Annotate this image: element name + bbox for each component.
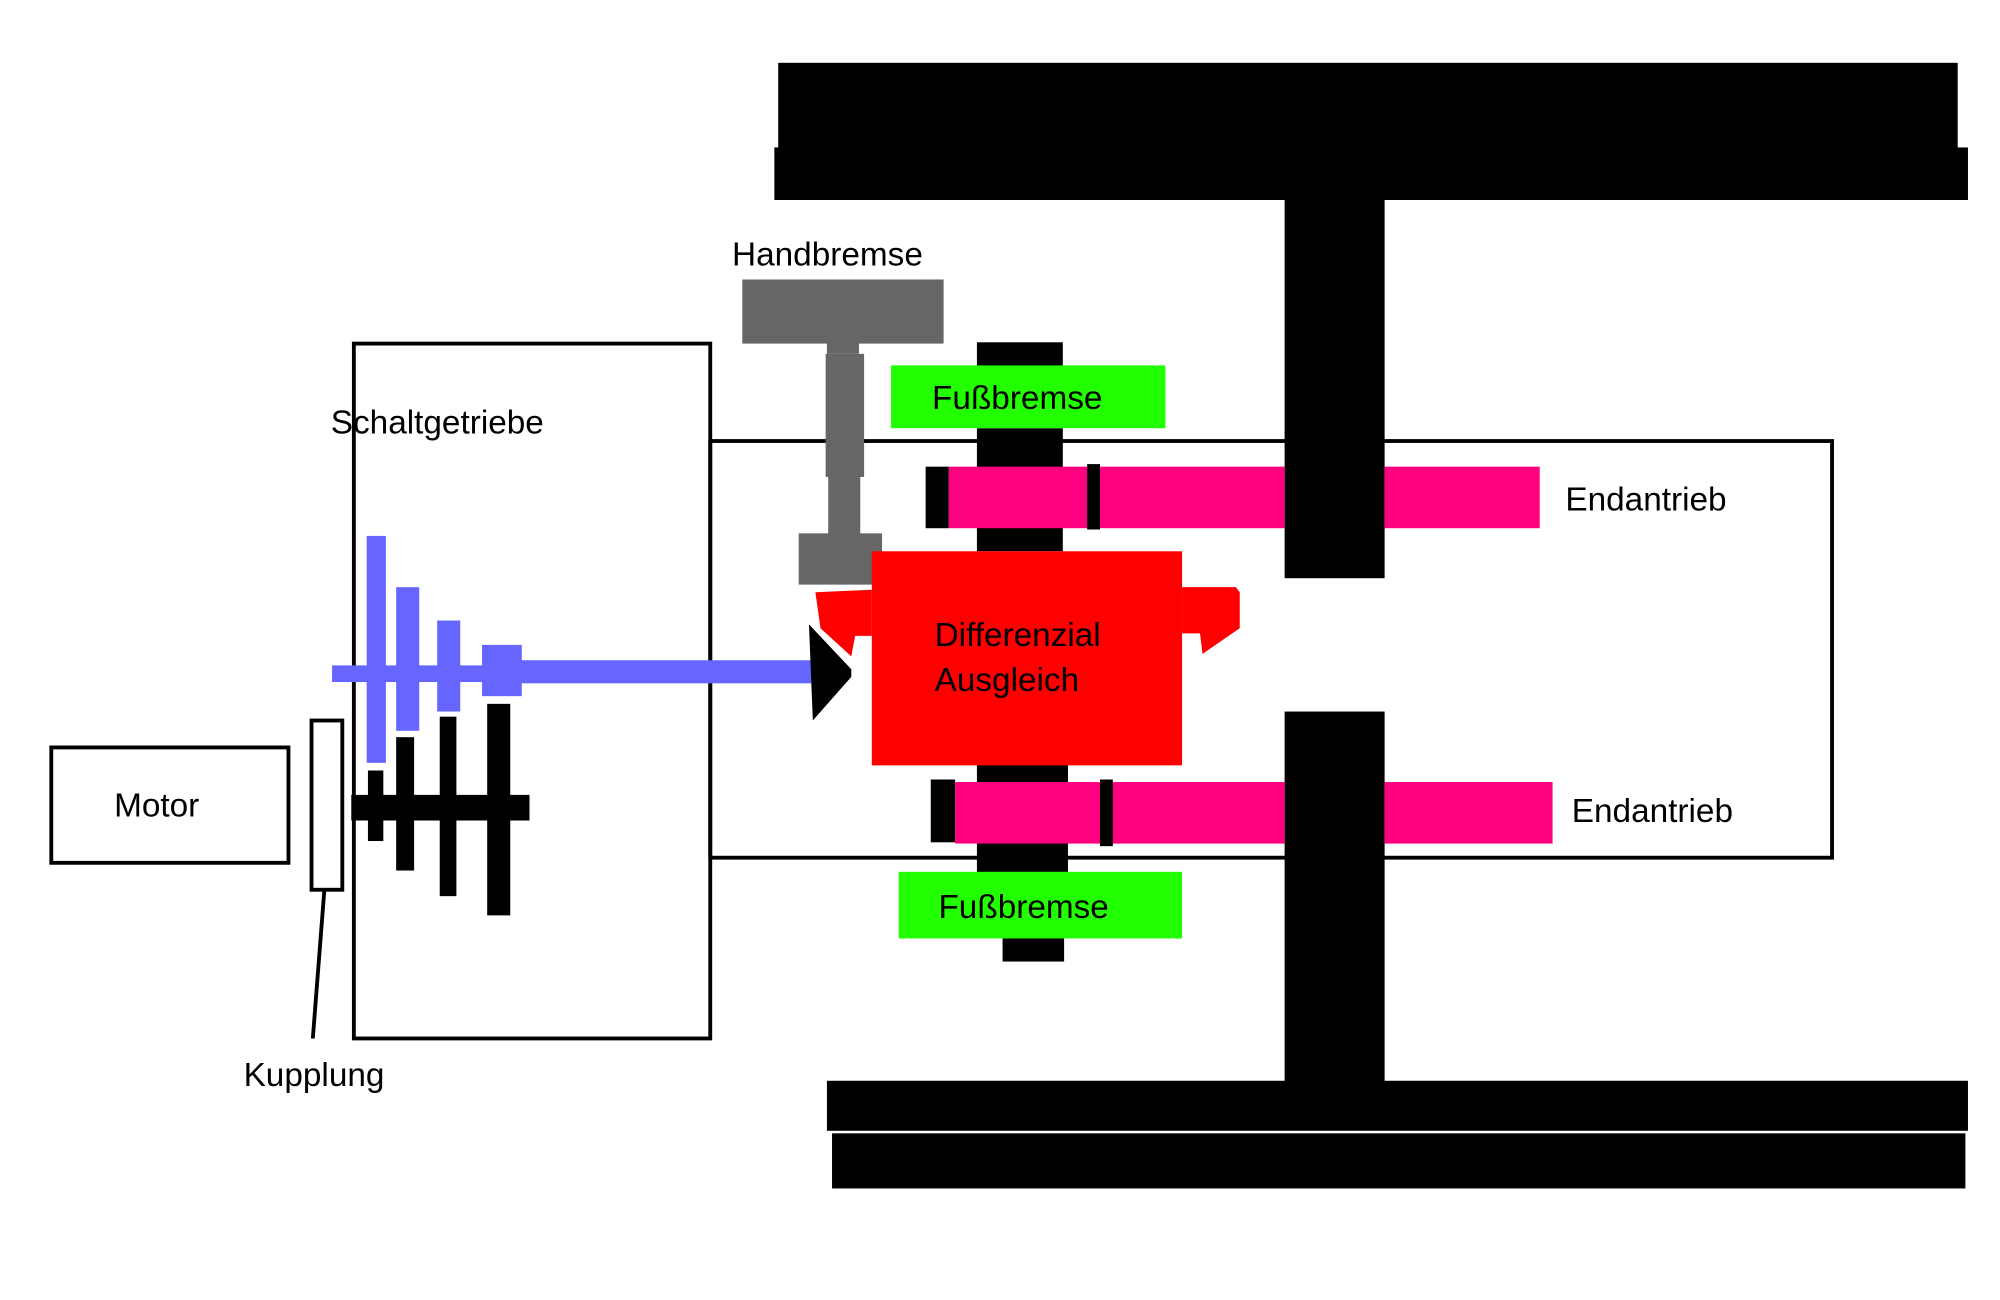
label-footbrake-bottom: Fußbremse: [938, 889, 1108, 926]
top-wheel: [774, 62, 1968, 200]
label-gearbox: Schaltgetriebe: [331, 404, 544, 441]
bottom-wheel: [826, 1080, 1968, 1189]
motor-box: [49, 745, 291, 865]
input-gear-2: [396, 587, 420, 731]
label-differential: Differenzial: [935, 617, 1101, 654]
input-shaft: [332, 535, 815, 763]
input-gear-3: [437, 620, 461, 712]
counter-gear-2: [396, 737, 415, 871]
input-gear-1: [366, 535, 386, 763]
input-gear-4: [482, 644, 522, 697]
clutch-leader-line: [310, 889, 327, 1039]
counter-gear-4: [487, 703, 511, 916]
clutch: [309, 718, 345, 892]
handbrake: [742, 279, 944, 585]
top-axle: [1284, 198, 1385, 579]
label-differential-2: Ausgleich: [935, 662, 1080, 699]
footbrake-bottom: [898, 871, 1183, 939]
countershaft: [351, 703, 530, 916]
footbrake-top: [891, 365, 1166, 429]
label-footbrake-top: Fußbremse: [932, 380, 1102, 417]
label-motor: Motor: [114, 788, 199, 825]
label-final-drive-bottom: Endantrieb: [1572, 793, 1733, 830]
bevel-pinion: [808, 624, 852, 721]
gearbox-housing: [351, 341, 713, 1041]
label-clutch: Kupplung: [244, 1057, 385, 1094]
bottom-axle: [1284, 711, 1385, 1084]
label-final-drive-top: Endantrieb: [1565, 481, 1726, 518]
final-drive-bottom: [930, 779, 1553, 847]
differential: [815, 551, 1240, 766]
counter-gear-1: [367, 770, 384, 842]
counter-gear-3: [439, 716, 457, 897]
final-drive-top: [925, 464, 1540, 530]
label-handbrake: Handbremse: [732, 236, 923, 273]
